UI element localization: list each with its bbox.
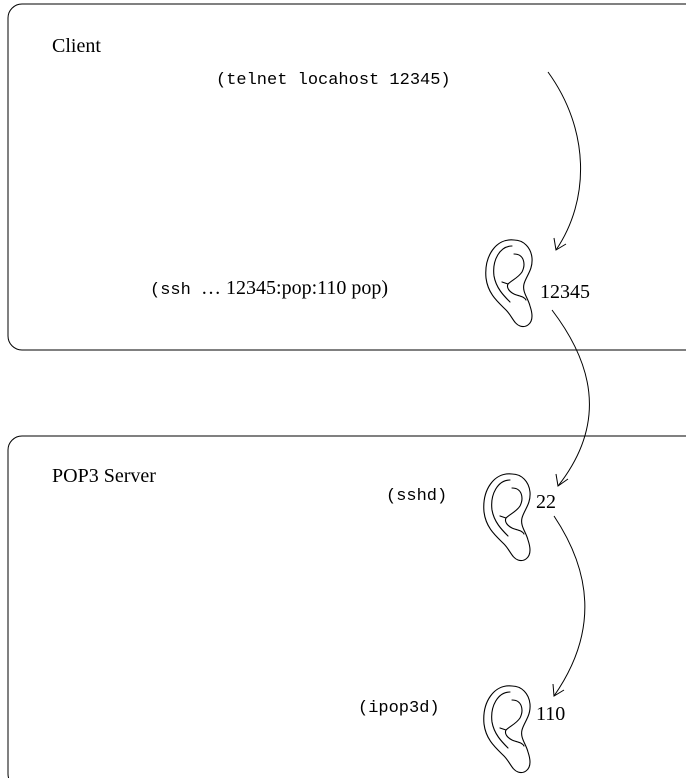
arrow-22-to-110	[552, 515, 586, 697]
arrow-12345-to-22	[551, 309, 590, 487]
telnet-command: (telnet locahost 12345)	[216, 71, 451, 90]
arrow-telnet-to-12345	[547, 71, 582, 251]
ssh-command: (ssh … 12345:pop:110 pop)	[150, 277, 388, 300]
ipop3d-label: (ipop3d)	[358, 699, 440, 718]
client-title: Client	[52, 35, 101, 57]
sshd-label: (sshd)	[386, 487, 447, 506]
server-box	[7, 435, 686, 778]
ear-icon	[483, 685, 531, 774]
ear-icon	[483, 473, 531, 562]
server-title: POP3 Server	[52, 465, 156, 487]
ear-icon	[485, 239, 533, 328]
client-box	[7, 3, 686, 351]
ssh-command-prefix: (ssh	[150, 281, 201, 300]
ipop3d-port: 110	[536, 703, 565, 725]
sshd-port: 22	[536, 491, 556, 513]
ssh-command-rest: … 12345:pop:110 pop)	[201, 277, 388, 299]
client-port: 12345	[540, 281, 590, 303]
